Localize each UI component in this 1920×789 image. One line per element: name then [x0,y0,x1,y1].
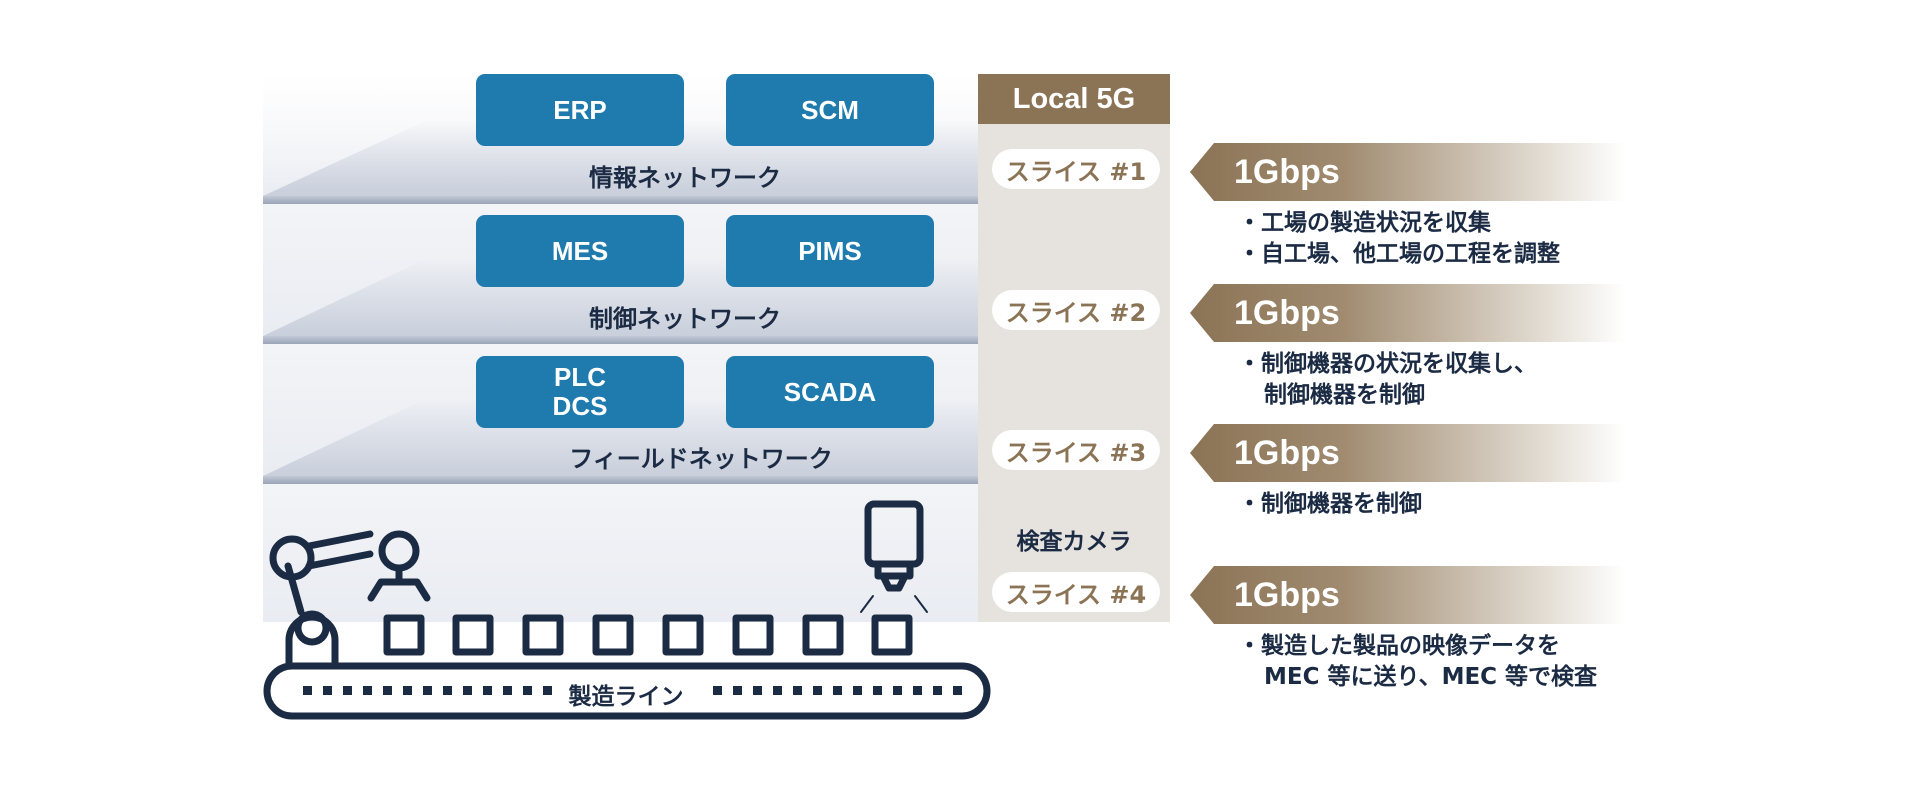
system-scm: SCM [726,74,934,146]
system-plc-dcs-line-1: PLC [554,362,606,393]
camera-label: 検査カメラ [1016,529,1132,555]
description-2: ・制御機器の状況を収集し、 制御機器を制御 [1238,349,1537,411]
local5g-header: Local 5G [978,74,1170,124]
bandwidth-banner-3: 1Gbps [1190,424,1625,482]
network-label-control: 制御ネットワーク [589,305,781,333]
slice-pill-2: スライス #2 [992,290,1160,330]
network-label-field: フィールドネットワーク [569,445,833,473]
bandwidth-banner-1: 1Gbps [1190,143,1625,201]
bandwidth-banner-4: 1Gbps [1190,566,1625,624]
system-mes: MES [476,215,684,287]
description-3: ・制御機器を制御 [1238,489,1422,520]
slice-pill-1: スライス #1 [992,149,1160,189]
slice-pill-3: スライス #3 [992,430,1160,470]
product-boxes [383,614,913,656]
layer-control-edge [263,336,978,344]
description-1-line-1: ・工場の製造状況を収集 [1238,210,1491,236]
description-4-line-1: ・製造した製品の映像データを [1238,633,1560,659]
system-plc-dcs-line-2: DCS [552,391,608,421]
conveyor-dots [303,686,962,695]
description-1-line-2: ・自工場、他工場の工程を調整 [1238,241,1560,267]
system-pims: PIMS [726,215,934,287]
description-3-line-1: ・制御機器を制御 [1238,491,1422,517]
bandwidth-banner-2: 1Gbps [1190,284,1625,342]
layer-info-edge [263,196,978,204]
slice-pill-4: スライス #4 [992,572,1160,612]
description-4-line-2: MEC 等に送り、MEC 等で検査 [1264,664,1598,690]
description-2-line-1: ・制御機器の状況を収集し、 [1238,351,1537,377]
network-label-info: 情報ネットワーク [589,164,781,192]
production-line-label: 製造ライン [568,677,684,711]
layer-field-edge [263,476,978,484]
description-1: ・工場の製造状況を収集 ・自工場、他工場の工程を調整 [1238,208,1560,270]
system-scada: SCADA [726,356,934,428]
system-erp: ERP [476,74,684,146]
description-4: ・製造した製品の映像データを MEC 等に送り、MEC 等で検査 [1238,631,1597,693]
description-2-line-2: 制御機器を制御 [1264,382,1425,408]
inspection-camera-icon [864,500,924,592]
robot-arm-icon [269,530,431,670]
